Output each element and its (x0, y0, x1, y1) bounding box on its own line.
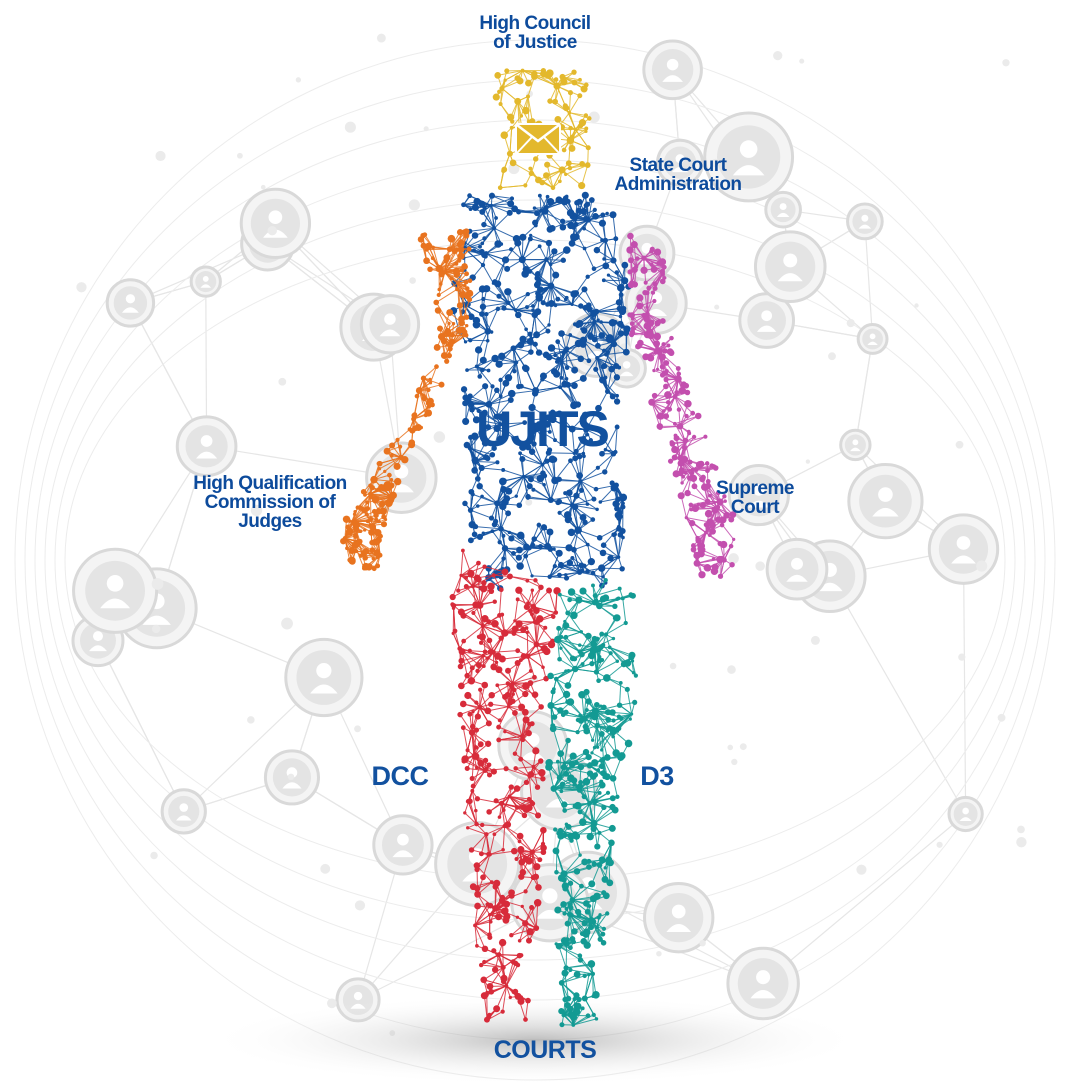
center-title: UJITS (476, 401, 610, 457)
person-node-icon (656, 138, 704, 187)
d3-label: D3 (640, 761, 674, 791)
left-arm-cluster (340, 228, 474, 572)
person-node-icon (726, 946, 800, 1021)
right-arm-cluster (626, 232, 737, 579)
right-leg-cluster (545, 577, 638, 1028)
person-node-icon (284, 637, 364, 718)
person-node-icon (765, 537, 829, 601)
left-leg-cluster (449, 548, 561, 1023)
person-node-icon (764, 190, 802, 229)
person-node-icon (727, 464, 790, 527)
state-court-administration-label: State Court Administration (614, 155, 742, 195)
person-node-icon (189, 265, 222, 298)
person-node-icon (947, 795, 984, 833)
high-council-label: High Council of Justice (479, 13, 591, 53)
dcc-label: DCC (371, 761, 430, 791)
person-node-icon (359, 294, 421, 355)
person-node-icon (753, 230, 827, 303)
person-node-icon (642, 39, 703, 101)
person-node-icon (927, 513, 1000, 585)
person-node-icon (372, 814, 434, 876)
person-node-icon (239, 187, 312, 260)
person-node-icon (703, 111, 795, 203)
person-node-icon (738, 292, 796, 349)
person-node-icon (160, 788, 207, 835)
person-node-icon (856, 323, 889, 355)
person-node-icon (846, 202, 884, 241)
torso-cluster (450, 191, 632, 592)
hqcj-label: High Qualification Commission of Judges (193, 473, 347, 532)
floor-shadow (205, 995, 865, 1085)
person-node-icon (606, 347, 647, 389)
courts-label: COURTS (493, 1036, 597, 1064)
envelope-icon (515, 123, 561, 155)
person-node-icon (105, 278, 156, 328)
human-figure (340, 68, 737, 1028)
supreme-court-label: Supreme Court (716, 478, 794, 518)
person-node-icon (643, 881, 715, 954)
person-node-icon (839, 428, 872, 462)
person-node-icon (72, 547, 159, 634)
head-cluster (492, 68, 592, 191)
person-node-icon (175, 415, 238, 478)
person-node-icon (847, 463, 924, 540)
